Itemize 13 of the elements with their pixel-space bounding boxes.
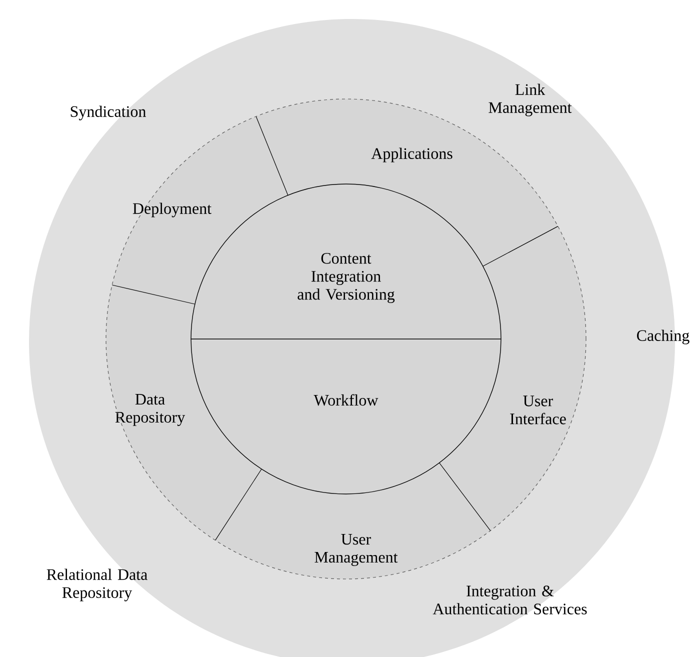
node-label: User Management (314, 534, 398, 566)
node-label: Workflow (314, 394, 378, 406)
label: Caching (637, 330, 690, 344)
ring-segment: Data Repository (106, 285, 262, 540)
node-label: Data Repository (115, 394, 186, 426)
label: Integration & Authentication Services (432, 586, 587, 614)
ring-segment: User Management (215, 462, 490, 579)
node-label: Applications (371, 148, 452, 162)
ring-segment: Deployment (112, 116, 288, 304)
circle-half: Workflow (191, 339, 501, 494)
label: Relational Data Repository (46, 568, 148, 602)
node-label: User Interface (510, 396, 566, 424)
ring-segment: User Interface (439, 226, 586, 531)
